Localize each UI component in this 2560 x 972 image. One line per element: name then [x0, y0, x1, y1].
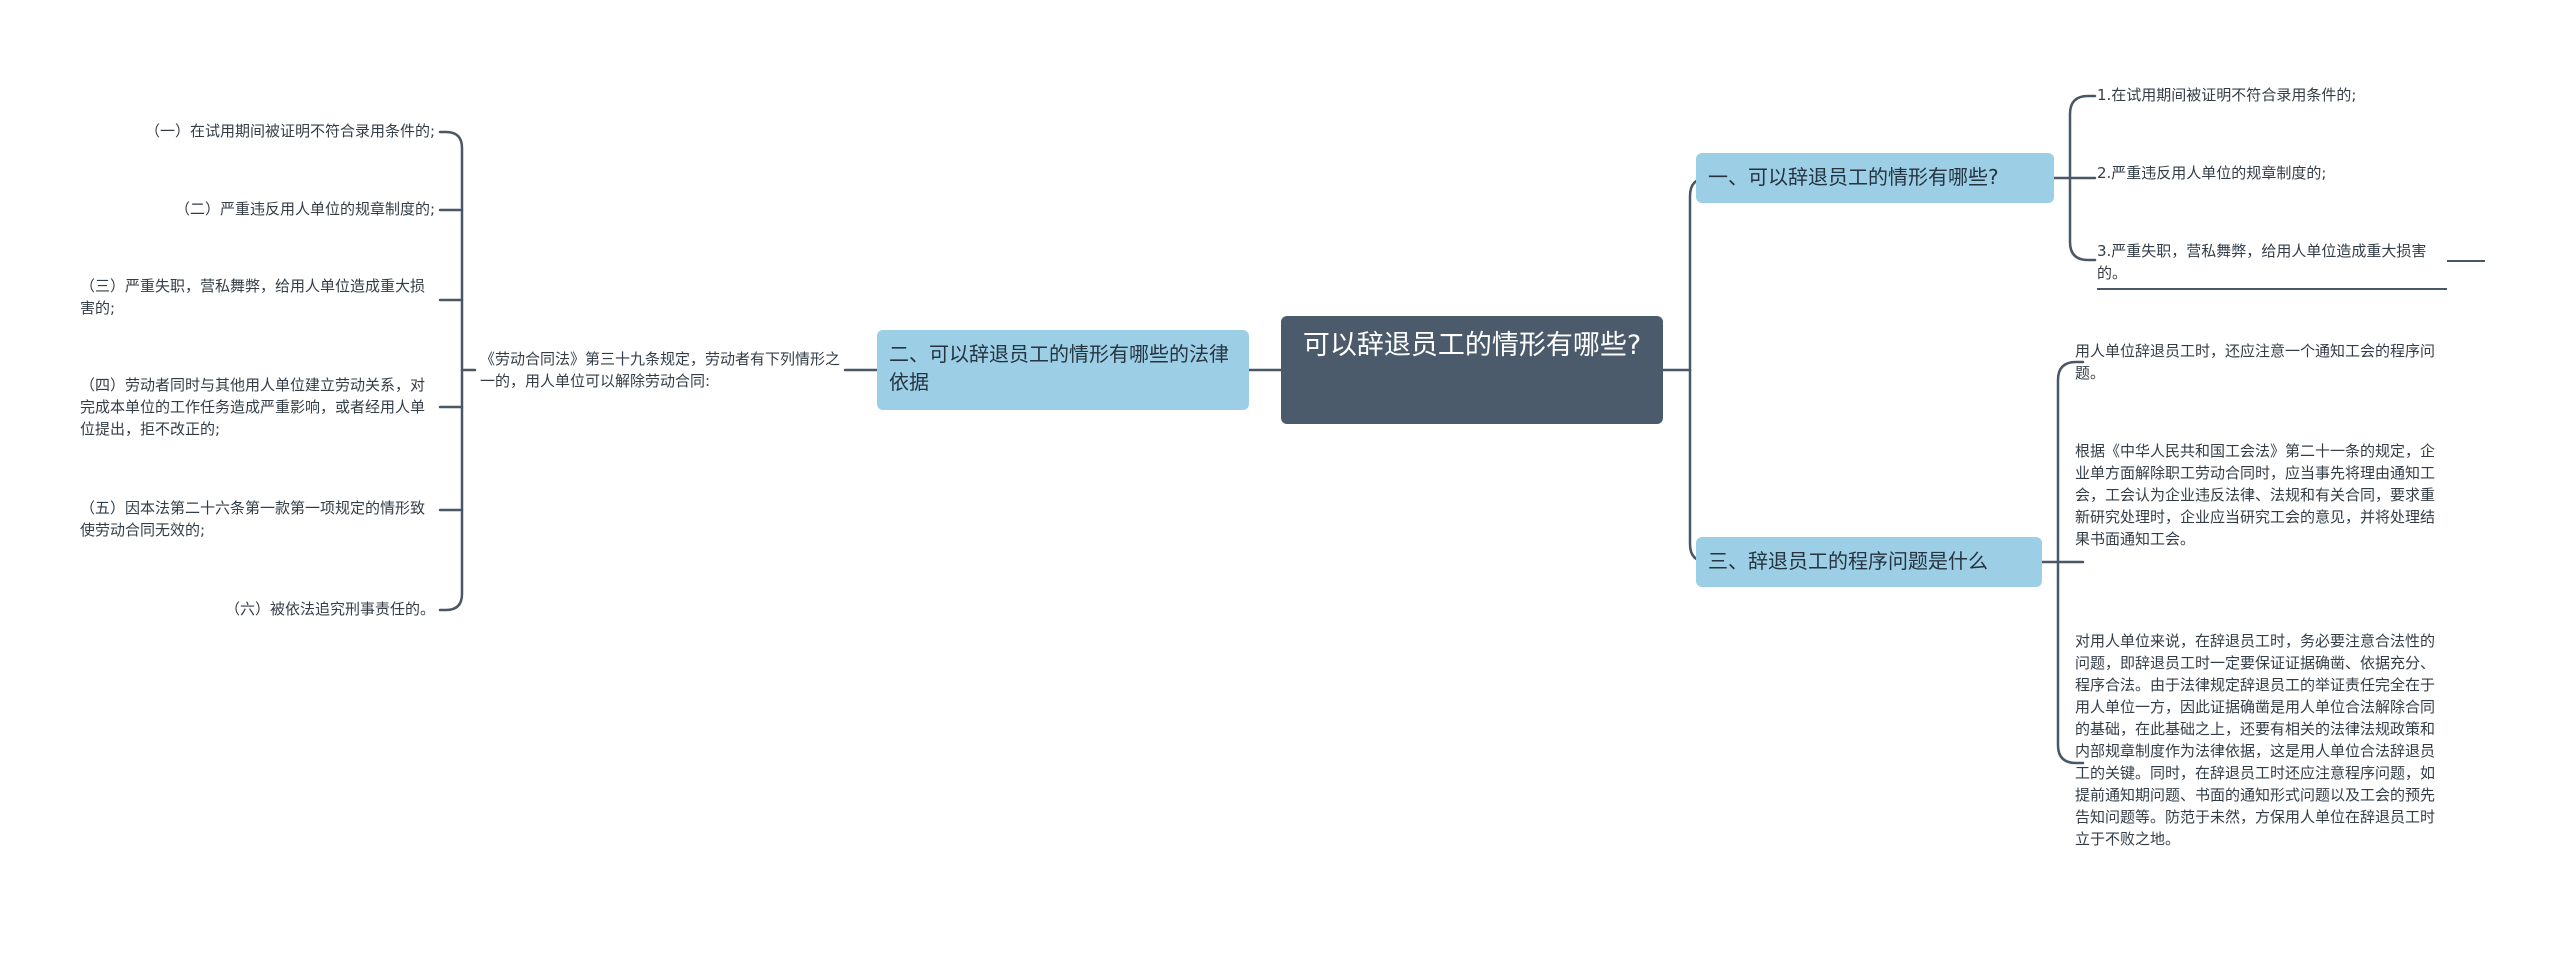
- leaf-situation-1: 1.在试用期间被证明不符合录用条件的;: [2097, 86, 2357, 104]
- legal-item-4: （四）劳动者同时与其他用人单位建立劳动关系，对完成本单位的工作任务造成严重影响，…: [80, 376, 426, 438]
- root-topic[interactable]: 可以辞退员工的情形有哪些?: [1281, 316, 1663, 424]
- legal-item-3: （三）严重失职，营私舞弊，给用人单位造成重大损害的;: [80, 277, 426, 317]
- root-topic-label: 可以辞退员工的情形有哪些?: [1302, 330, 1642, 361]
- leaf-situation-3: 3.严重失职，营私舞弊，给用人单位造成重大损害的。: [2097, 240, 2447, 290]
- leaf-procedure-1: 用人单位辞退员工时，还应注意一个通知工会的程序问题。: [2075, 342, 2436, 382]
- leaf-procedure-3: 对用人单位来说，在辞退员工时，务必要注意合法性的问题，即辞退员工时一定要保证证据…: [2075, 632, 2436, 848]
- leaf-underline-extension: [2447, 260, 2485, 262]
- legal-basis-intro: 《劳动合同法》第三十九条规定，劳动者有下列情形之一的，用人单位可以解除劳动合同:: [480, 350, 841, 390]
- legal-item-5: （五）因本法第二十六条第一款第一项规定的情形致使劳动合同无效的;: [80, 499, 426, 539]
- leaf-procedure-2: 根据《中华人民共和国工会法》第二十一条的规定，企业单方面解除职工劳动合同时，应当…: [2075, 442, 2436, 548]
- branch-situations[interactable]: 一、可以辞退员工的情形有哪些?: [1696, 153, 2054, 203]
- legal-item-6: （六）被依法追究刑事责任的。: [224, 600, 435, 618]
- branch-legal-basis-label: 二、可以辞退员工的情形有哪些的法律依据: [889, 342, 1229, 394]
- branch-procedure[interactable]: 三、辞退员工的程序问题是什么: [1696, 537, 2042, 587]
- legal-item-1: （一）在试用期间被证明不符合录用条件的;: [144, 122, 435, 140]
- branch-procedure-label: 三、辞退员工的程序问题是什么: [1708, 549, 1988, 573]
- legal-item-2: （二）严重违反用人单位的规章制度的;: [174, 200, 435, 218]
- branch-legal-basis[interactable]: 二、可以辞退员工的情形有哪些的法律依据: [877, 330, 1249, 410]
- leaf-situation-2: 2.严重违反用人单位的规章制度的;: [2097, 164, 2327, 182]
- branch-situations-label: 一、可以辞退员工的情形有哪些?: [1708, 165, 1999, 189]
